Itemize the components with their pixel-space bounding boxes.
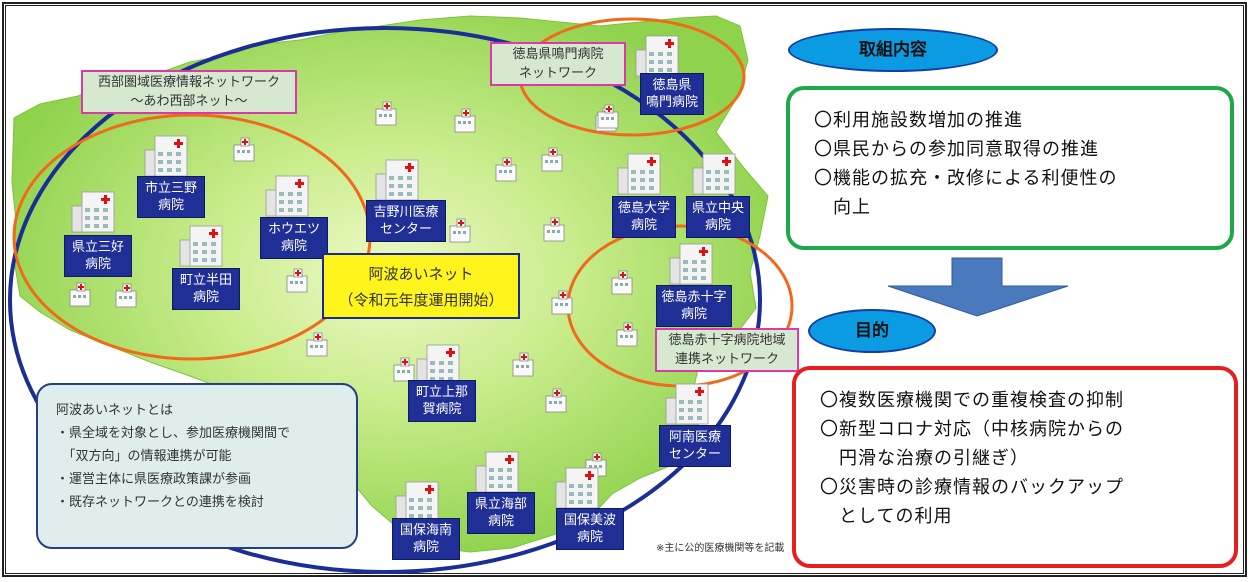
awa-ai-net-start: （令和元年度運用開始）: [338, 291, 504, 309]
hospital-building-icon: [555, 467, 599, 509]
clinic-icon: [616, 322, 638, 347]
clinic-icon: [454, 108, 476, 133]
mokuteki-line-2: 〇新型コロナ対応（中核病院からの: [820, 419, 1124, 440]
clinic-icon: [543, 217, 565, 242]
clinic-icon: [512, 352, 534, 377]
info-item-4: ・既存ネットワークとの連携を検討: [56, 495, 264, 510]
info-item-3: ・運営主体に県医療政策課が参画: [56, 472, 252, 487]
hospital-building-icon: [669, 243, 713, 285]
clinic-icon: [541, 147, 563, 172]
clinic-icon: [611, 270, 633, 295]
info-item-1: ・県全域を対象とし、参加医療機関間で: [56, 426, 291, 441]
info-item-2: 「双方向」の情報連携が可能: [56, 449, 232, 464]
hospital-building-icon: [375, 159, 419, 201]
clinic-icon: [306, 332, 328, 357]
mokuteki-line-1: 〇複数医療機関での重複検査の抑制: [820, 390, 1124, 411]
clinic-icon: [597, 104, 619, 129]
clinic-icon: [495, 157, 517, 182]
footnote: ※主に公的医療機関等を記載: [656, 543, 785, 554]
torikumi-panel: 〇利用施設数増加の推進 〇県民からの参加同意取得の推進 〇機能の拡充・改修による…: [786, 86, 1234, 250]
outer-border-inner: [5, 5, 1244, 574]
torikumi-line-2: 〇県民からの参加同意取得の推進: [814, 139, 1099, 160]
info-title: 阿波あいネットとは: [56, 403, 174, 418]
clinic-icon: [375, 101, 397, 126]
hospital-building-icon: [71, 191, 115, 233]
hospital-building-icon: [635, 35, 679, 77]
mokuteki-line-3: 円滑な治療の引継ぎ）: [820, 448, 1029, 469]
hospital-kenritsu-miyoshi: 県立三好 病院: [64, 235, 132, 277]
sekijuji-network-label: 徳島赤十字病院地域 連携ネットワーク: [655, 328, 799, 372]
hospital-yoshinogawa: 吉野川医療 センター: [366, 200, 446, 242]
hospital-building-icon: [665, 383, 709, 425]
hospital-building-icon: [617, 153, 661, 195]
clinic-icon: [69, 282, 91, 307]
hospital-building-icon: [144, 135, 188, 177]
hospital-tokushima-daigaku: 徳島大学 病院: [612, 196, 676, 238]
mokuteki-tag: 目的: [808, 309, 936, 353]
hospital-choritsu-kamina: 町立上那 賀病院: [408, 380, 476, 422]
hospital-kenritsu-chuo: 県立中央 病院: [686, 196, 750, 238]
hospital-tokushima-ken: 徳島県 鳴門病院: [640, 73, 704, 115]
torikumi-line-4: 向上: [814, 197, 871, 218]
mokuteki-line-5: としての利用: [820, 506, 953, 527]
clinic-icon: [233, 137, 255, 162]
hospital-tokushima-sekijuji: 徳島赤十字 病院: [656, 285, 732, 327]
hospital-kenritsu-kaifu: 県立海部 病院: [467, 492, 535, 534]
west-network-label: 西部圏域医療情報ネットワーク ～あわ西部ネット～: [81, 70, 297, 114]
clinic-icon: [393, 357, 415, 382]
clinic-icons: [69, 101, 705, 477]
clinic-icon: [115, 283, 137, 308]
hospital-kokuho-kainan: 国保海南 病院: [392, 518, 460, 560]
hospital-building-icon: [475, 451, 519, 493]
hospital-building-icon: [416, 344, 460, 386]
torikumi-tag: 取組内容: [788, 28, 998, 72]
torikumi-line-1: 〇利用施設数増加の推進: [814, 110, 1023, 131]
awa-ai-net-info-box: 阿波あいネットとは ・県全域を対象とし、参加医療機関間で 「双方向」の情報連携が…: [36, 383, 358, 549]
hospital-kokuho-minami: 国保美波 病院: [556, 508, 624, 550]
naruto-network-label: 徳島県鳴門病院 ネットワーク: [490, 42, 626, 86]
mokuteki-line-4: 〇災害時の診療情報のバックアップ: [820, 477, 1124, 498]
clinic-icon: [551, 290, 573, 315]
prefecture-network-ellipse: [8, 26, 762, 574]
awa-ai-net-box: 阿波あいネット （令和元年度運用開始）: [322, 253, 520, 319]
hospital-houetsu: ホウエツ 病院: [260, 217, 328, 259]
hospital-building-icon: [395, 481, 439, 523]
hospital-building-icon: [179, 225, 223, 267]
hospital-shiritsu-miyoshi: 市立三野 病院: [137, 176, 205, 218]
clinic-icon: [545, 388, 567, 413]
awa-ai-net-title: 阿波あいネット: [368, 265, 474, 283]
mokuteki-panel: 〇複数医療機関での重複検査の抑制 〇新型コロナ対応（中核病院からの 円滑な治療の…: [792, 366, 1238, 568]
hospital-choritsu-handa: 町立半田 病院: [172, 268, 240, 310]
hospital-building-icons: [71, 35, 736, 523]
hospital-building-icon: [265, 175, 309, 217]
hospital-anan: 阿南医療 センター: [659, 425, 731, 467]
flow-arrow: [887, 257, 1069, 317]
clinic-icon: [449, 218, 471, 243]
clinic-icon: [286, 268, 308, 293]
torikumi-line-3: 〇機能の拡充・改修による利便性の: [814, 168, 1118, 189]
hospital-building-icon: [692, 153, 736, 195]
